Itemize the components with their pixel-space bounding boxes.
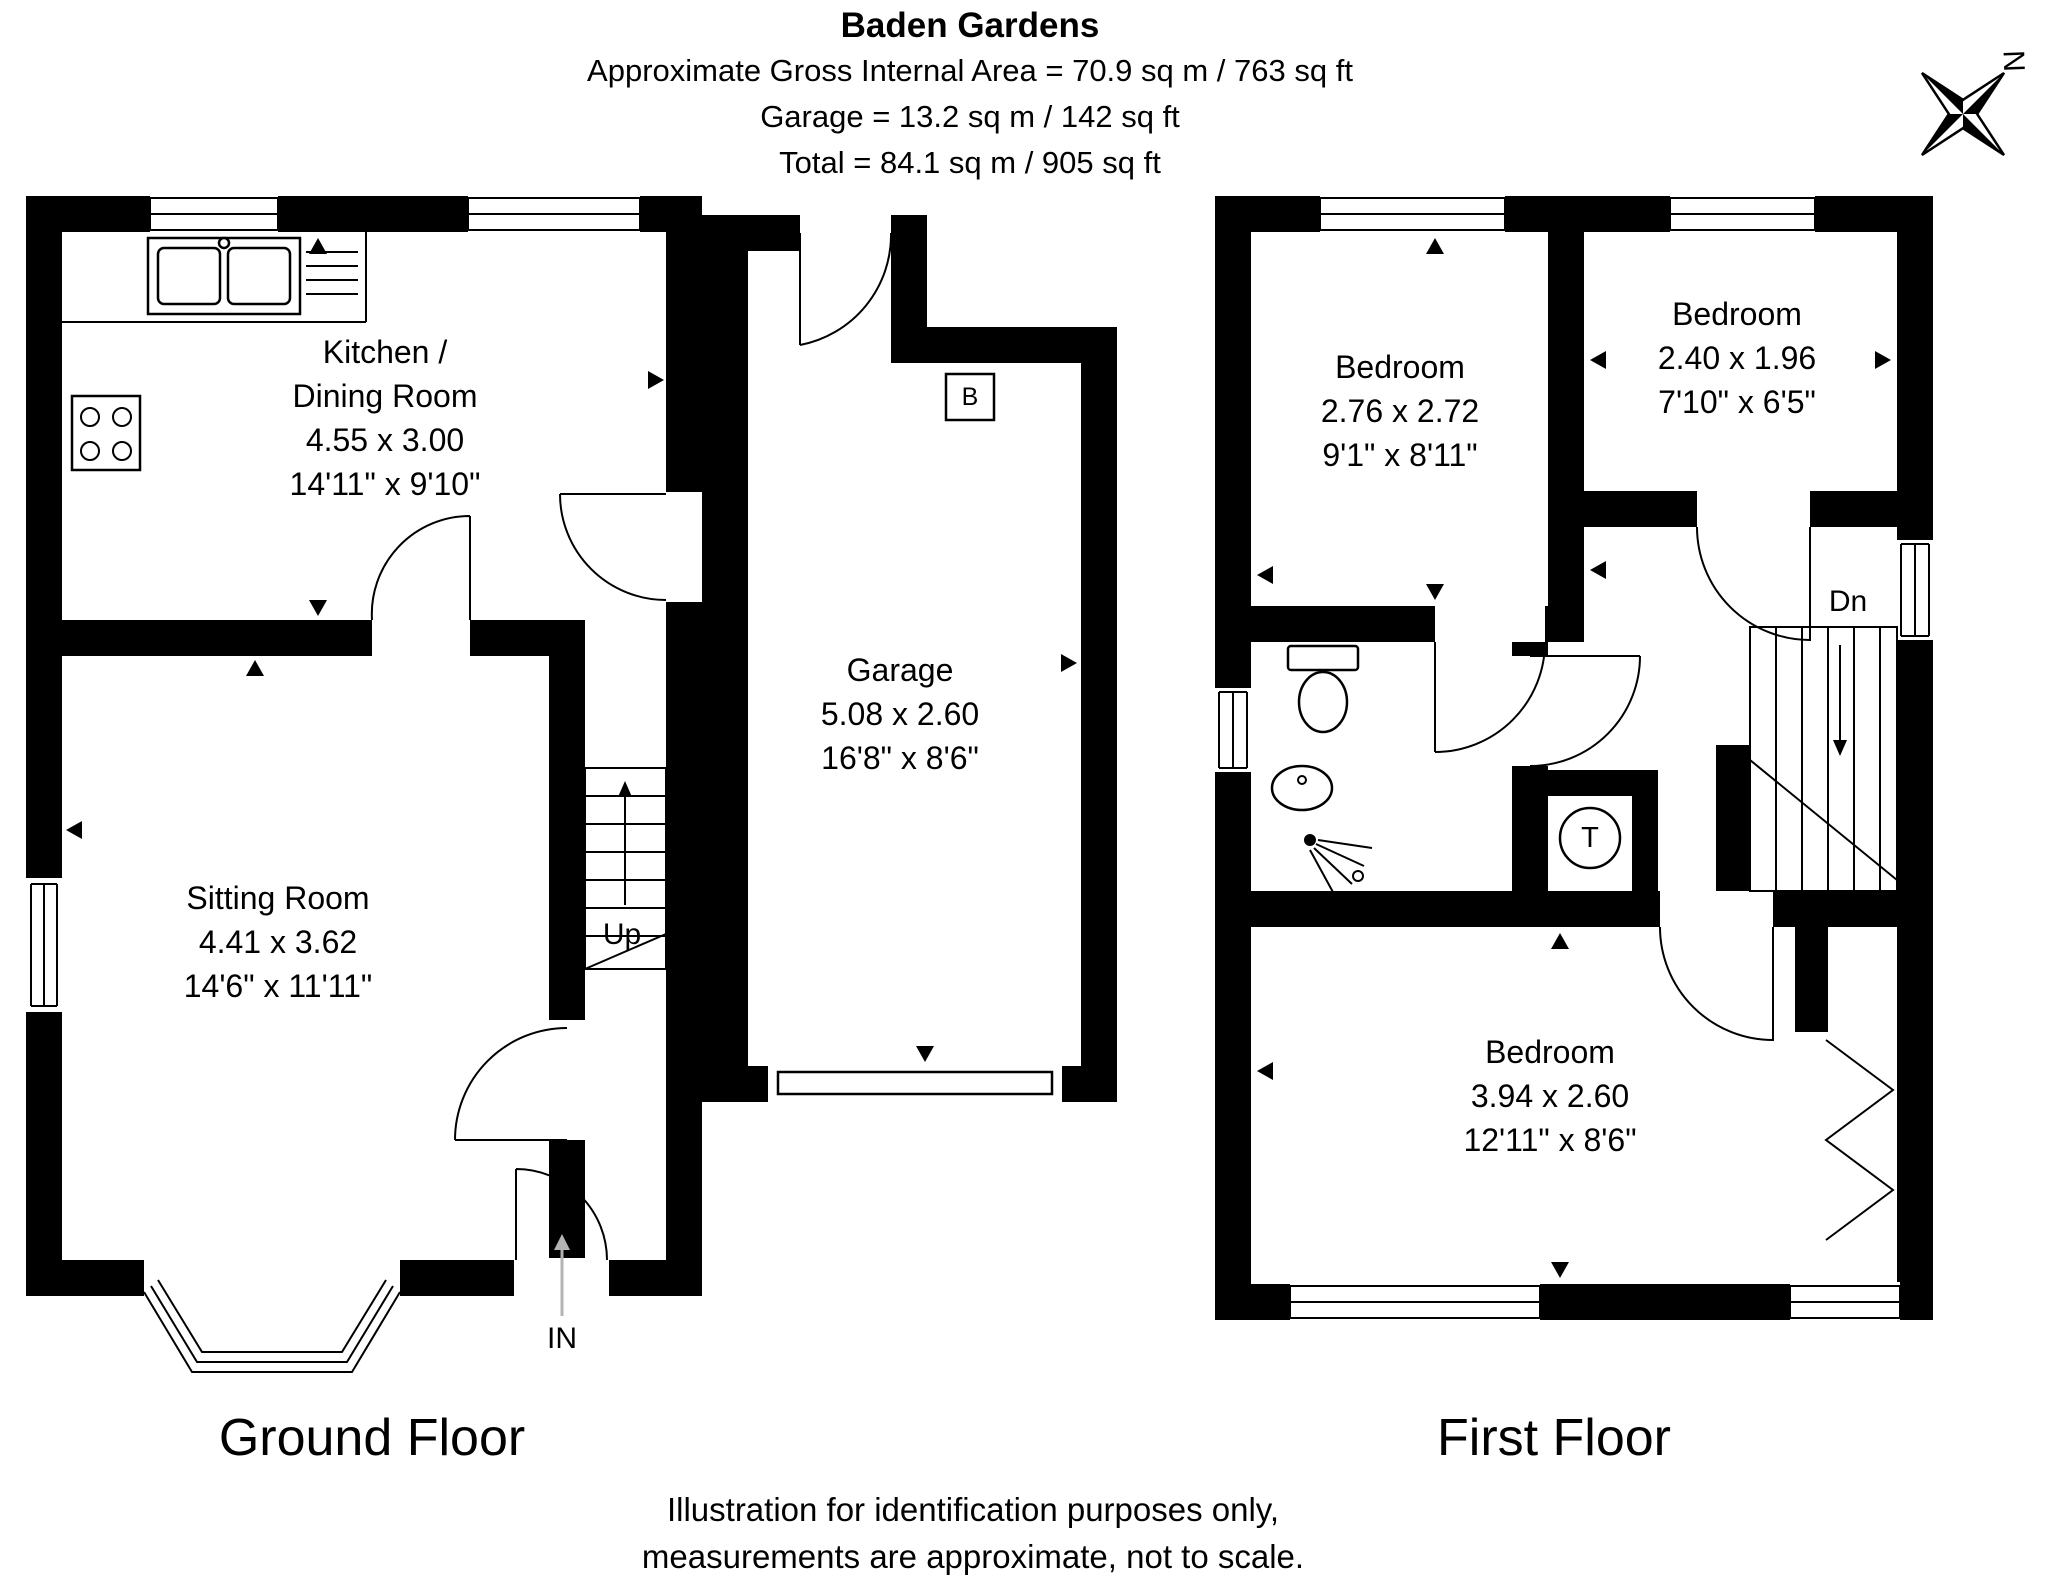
shower-icon [1304,834,1373,895]
bedroom3-window-right [1789,1285,1901,1319]
first-floor-plan [1213,194,1935,1322]
first-floor-title: First Floor [1437,1409,1671,1467]
bedroom1-window [1319,197,1506,231]
garage-door [776,1070,1054,1096]
kitchen-door-arc [370,514,471,621]
sitting-room-door-arc [454,1027,568,1141]
bedroom3-door-arc [1659,926,1774,1042]
kitchen-counter [62,232,367,323]
stairs-up [584,767,667,970]
hob-icon [70,394,142,472]
entrance-label: IN [547,1322,577,1355]
sink-icon [146,236,358,316]
landing-window [1900,543,1930,637]
first-windows [1218,197,1930,1319]
front-door-arc [515,1168,608,1261]
back-door-arc [559,493,667,601]
total-area-line: Total = 84.1 sq m / 905 sq ft [779,145,1161,180]
entrance-arrow [554,1234,570,1316]
bathroom-door-arc [1529,655,1641,767]
ground-photo-arrows [66,238,1077,1062]
porch-door-arc [799,232,893,346]
ground-floor-plan [24,194,1117,1373]
boiler-label: B [961,382,979,411]
basin-icon [1270,764,1334,812]
bedroom3-label: Bedroom 3.94 x 2.60 12'11" x 8'6" [1463,1034,1637,1158]
first-photo-arrows [1257,238,1891,1278]
bedroom1-label: Bedroom 2.76 x 2.72 9'1" x 8'11" [1320,349,1480,473]
bedroom3-window [1289,1285,1541,1319]
bedroom2-label: Bedroom 2.40 x 1.96 7'10" x 6'5" [1657,296,1817,420]
bedroom1-door-arc [1434,641,1546,753]
plan-title: Baden Gardens [840,6,1100,45]
area-line: Approximate Gross Internal Area = 70.9 s… [587,53,1353,88]
plan-header: Baden Gardens Approximate Gross Internal… [0,4,1940,186]
garage-label: Garage 5.08 x 2.60 16'8" x 8'6" [820,652,980,776]
kitchen-label: Kitchen / Dining Room 4.55 x 3.00 14'11"… [289,334,481,502]
toilet-icon [1286,644,1360,734]
up-label: Up [602,918,642,951]
sitting-room-side-window [30,883,58,1007]
compass-rose-icon [1920,71,2006,157]
stairs-down [1749,626,1898,892]
wardrobe-zigzag [1824,1039,1895,1241]
ground-floor-title: Ground Floor [218,1409,526,1467]
garage-area-line: Garage = 13.2 sq m / 142 sq ft [760,99,1180,134]
bay-window [143,1279,401,1373]
ground-windows [30,197,641,1373]
kitchen-window-right [467,197,641,231]
down-label: Dn [1828,585,1868,618]
disclaimer: Illustration for identification purposes… [641,1491,1305,1575]
sitting-room-label: Sitting Room 4.41 x 3.62 14'6" x 11'11" [183,880,373,1004]
first-doors [1434,526,1811,1042]
kitchen-window-left [149,197,279,231]
compass-north-label: N [1996,49,2031,73]
tank-circle [1558,806,1622,870]
ground-doors [370,232,893,1261]
bedroom2-door-arc [1696,526,1811,642]
tank-label: T [1581,821,1599,854]
bathroom-window [1218,691,1248,769]
boiler-box [944,372,996,422]
bedroom2-window [1669,197,1816,231]
